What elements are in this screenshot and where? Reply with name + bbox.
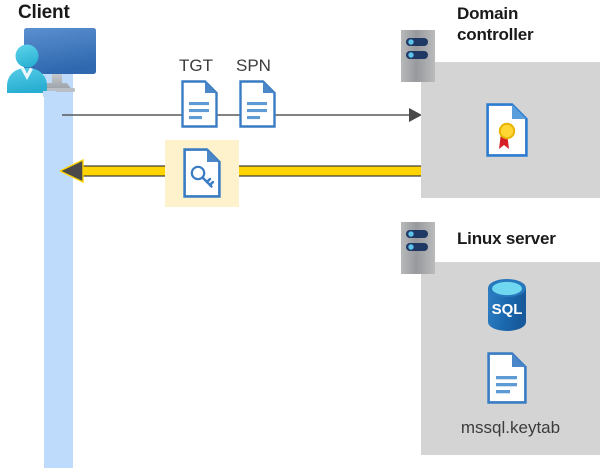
certificate-document-icon (486, 103, 528, 157)
domain-controller-label-line1: Domain (457, 4, 519, 23)
request-connector (62, 108, 422, 122)
client-label: Client (18, 2, 70, 23)
sql-database-text: SQL (492, 301, 523, 318)
spn-document-icon (239, 80, 276, 128)
tgt-label: TGT (179, 56, 213, 75)
client-icon (5, 25, 105, 100)
keytab-filename-label: mssql.keytab (460, 418, 561, 437)
sql-database-icon: SQL (484, 278, 530, 332)
service-ticket-key-document-icon (183, 148, 221, 198)
client-lifeline (44, 70, 73, 468)
keytab-document-icon (487, 352, 527, 404)
domain-controller-label: Domain controller (457, 3, 597, 45)
domain-controller-server-icon (401, 30, 435, 82)
linux-server-label: Linux server (457, 229, 556, 248)
domain-controller-label-line2: controller (457, 25, 534, 44)
spn-label: SPN (236, 56, 271, 75)
tgt-document-icon (181, 80, 218, 128)
response-connector (60, 158, 422, 184)
linux-server-server-icon (401, 222, 435, 274)
